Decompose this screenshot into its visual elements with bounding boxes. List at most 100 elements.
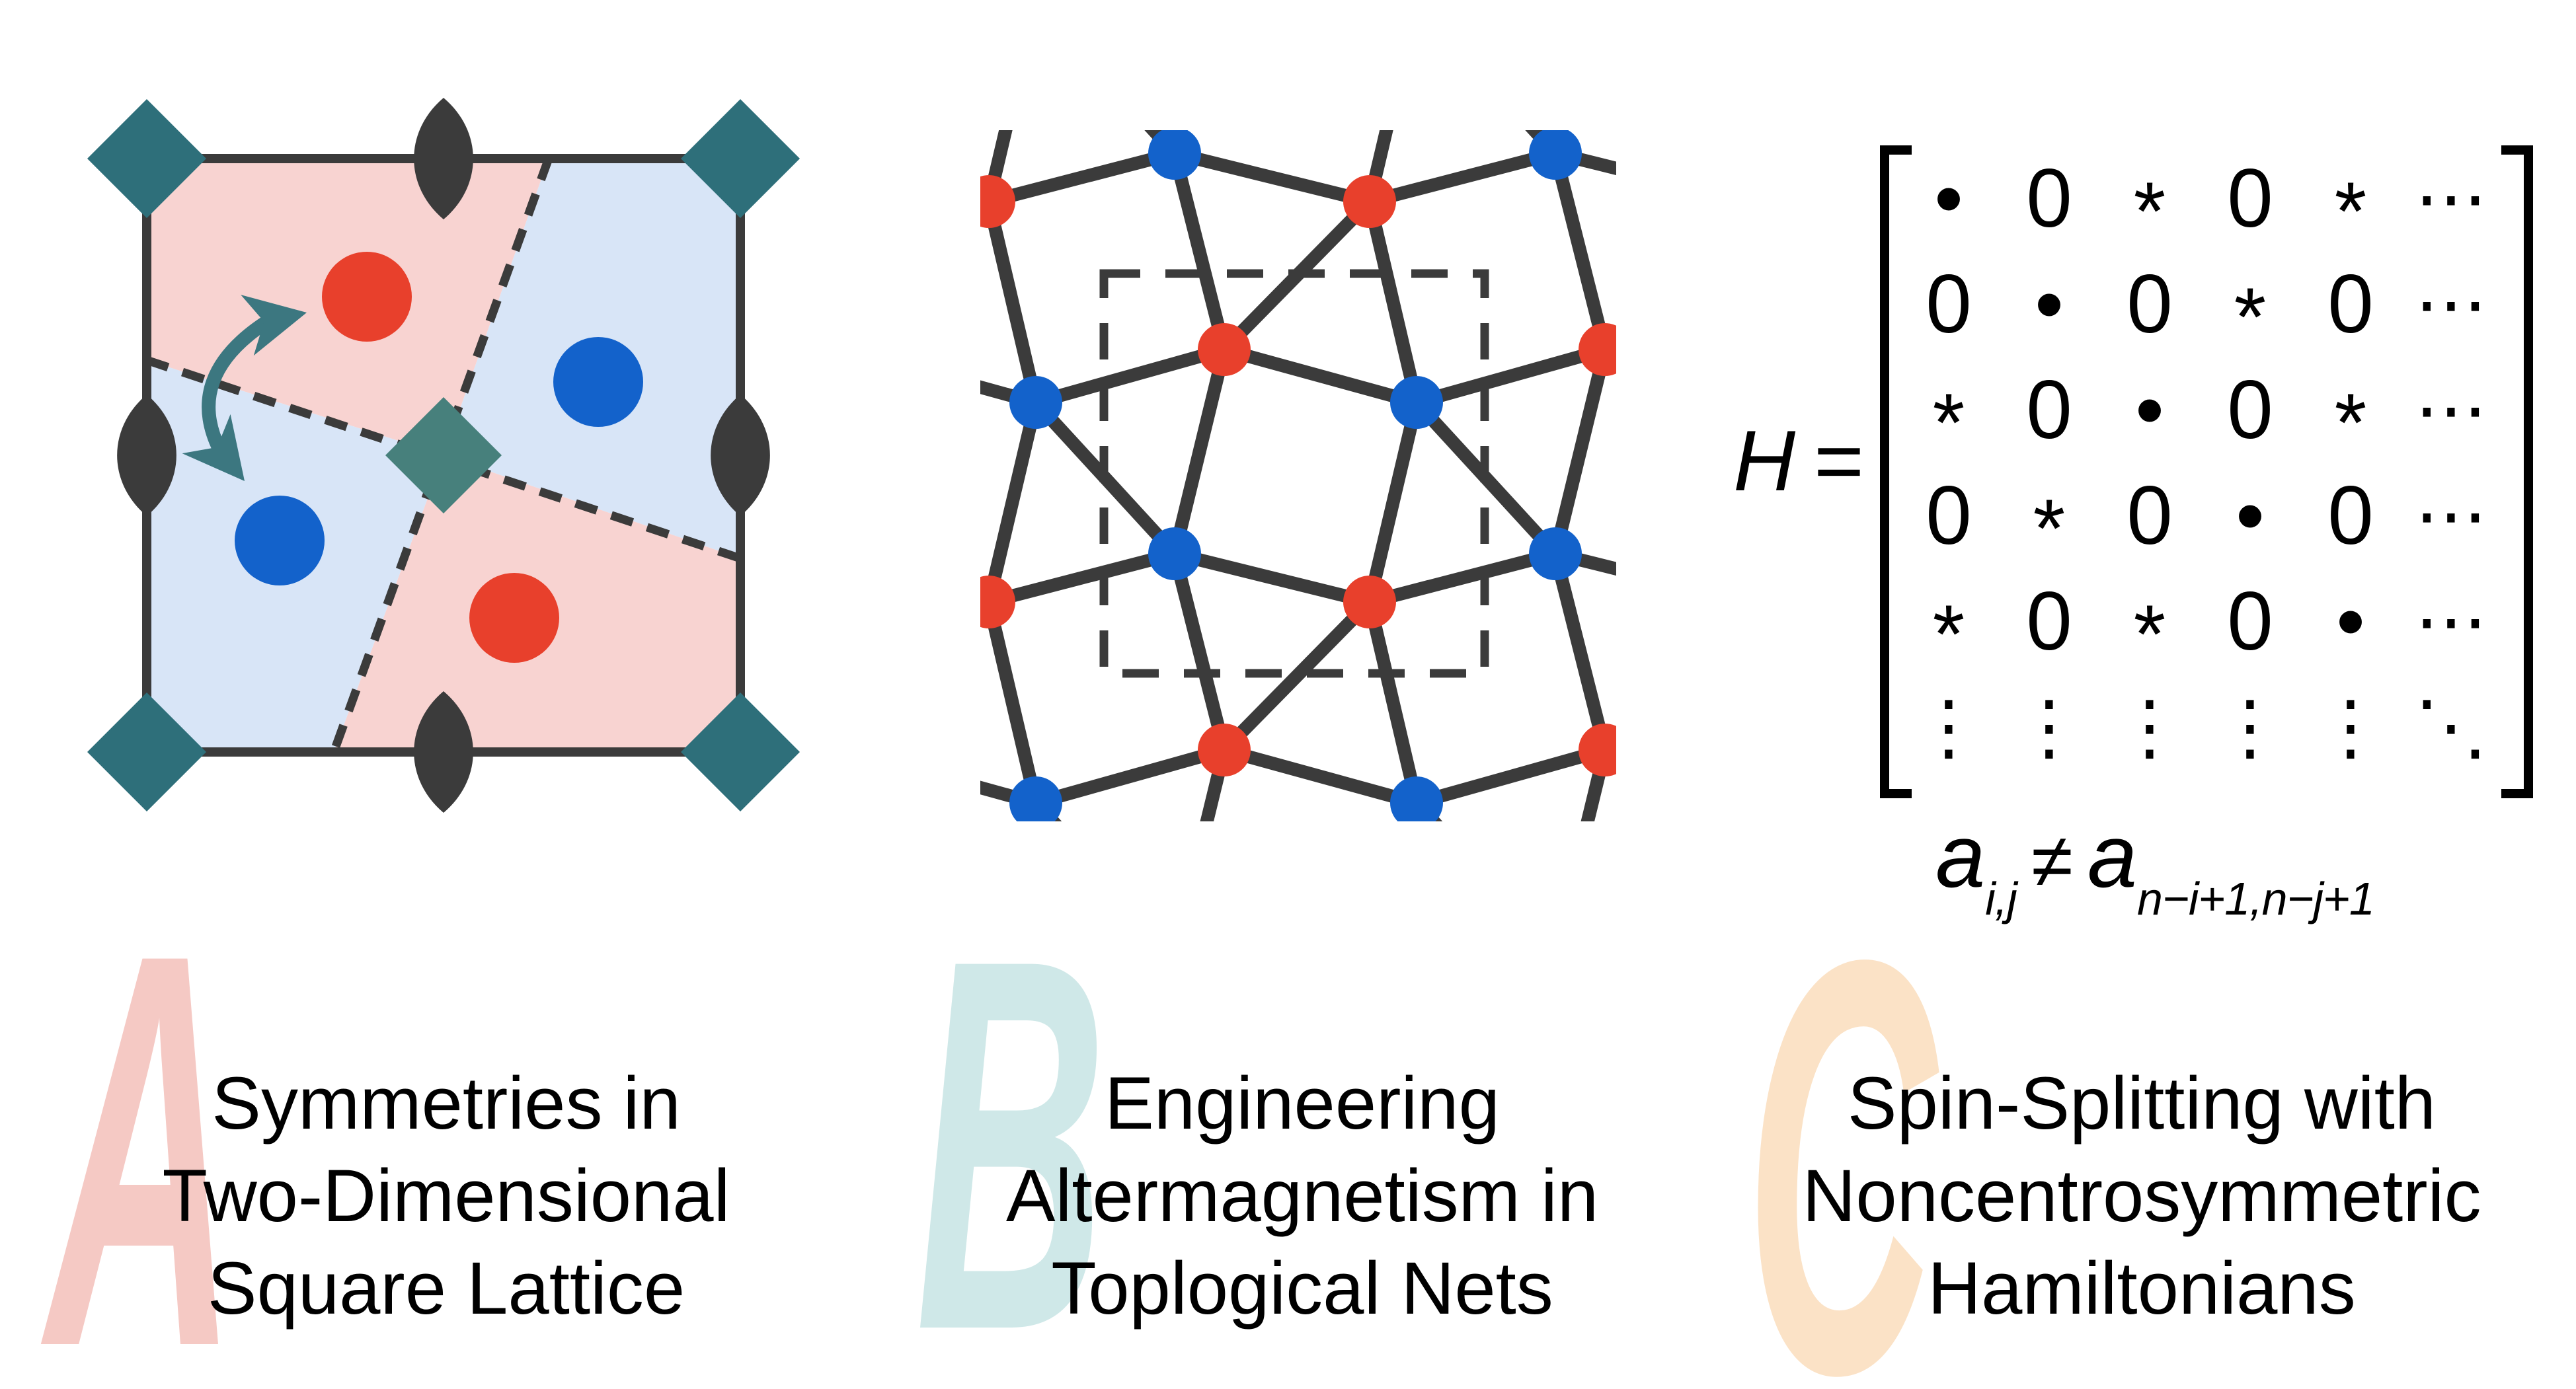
matrix-cell-r3c1: * — [1932, 377, 1965, 469]
net-bond — [1036, 0, 1224, 2]
caption-panel-b: Engineering Altermagnetism in Toplogical… — [958, 1057, 1646, 1335]
fourfold-axis-diamond — [385, 397, 502, 513]
net-bond — [982, 600, 1042, 805]
blue-spin-site — [235, 496, 325, 585]
matrix-cell-r1c5: * — [2334, 165, 2367, 258]
matrix-cell-r1c1: • — [1934, 152, 1963, 244]
matrix-cell-r1c4: 0 — [2227, 152, 2273, 244]
net-bond — [1549, 151, 1612, 352]
matrix-cell-r4c4: • — [2236, 469, 2265, 562]
matrix-cell-r2c2: • — [2035, 258, 2064, 350]
blue-lattice-node — [1009, 776, 1062, 821]
net-bond — [1034, 743, 1226, 809]
matrix-cell-r3c2: 0 — [2026, 363, 2072, 456]
net-diagonal-bond-blue — [1144, 130, 1180, 158]
matrix-cell-r2c5: 0 — [2327, 258, 2374, 350]
matrix-cell-r6c4: ⋮ — [2214, 687, 2286, 768]
net-bond — [1603, 743, 1616, 761]
red-lattice-node — [980, 576, 1015, 628]
matrix-cell-r2c4: * — [2234, 271, 2267, 363]
red-spin-site — [469, 573, 559, 663]
blue-lattice-node — [1148, 527, 1201, 580]
matrix-cell-r2c3: 0 — [2127, 258, 2173, 350]
fourfold-axis-diamond — [681, 693, 800, 811]
net-bond — [982, 200, 1042, 404]
net-bond — [982, 130, 1013, 204]
matrix-cell-r6c3: ⋮ — [2113, 687, 2186, 768]
matrix-cell-r4c3: 0 — [2127, 469, 2173, 562]
matrix-cell-r4c1: 0 — [1926, 469, 1972, 562]
net-bond — [1168, 552, 1231, 752]
blue-lattice-node — [1529, 130, 1582, 180]
net-bond — [1034, 343, 1226, 409]
net-bond — [987, 147, 1177, 208]
caption-c-line3: Hamiltonians — [1928, 1247, 2356, 1330]
net-diagonal-bond-red — [1600, 729, 1616, 755]
net-bond — [1222, 743, 1419, 809]
spin-flip-arrow-head — [182, 414, 245, 481]
blue-lattice-node — [1529, 928, 1582, 981]
caption-panel-c: Spin-Splitting with Noncentrosymmetric H… — [1785, 1057, 2499, 1335]
panel-letter-b: B — [916, 849, 1107, 1389]
red-lattice-node — [1579, 323, 1616, 376]
net-bond — [1555, 954, 1750, 1002]
matrix-cell-r2c6: ⋯ — [2415, 264, 2487, 345]
caption-b-line2: Altermagnetism in — [1005, 1154, 1599, 1237]
net-bond — [1173, 147, 1372, 208]
net-diagonal-bond-red — [1600, 328, 1616, 355]
net-bond — [1415, 343, 1607, 409]
net-bond — [982, 400, 1042, 604]
net-bond — [980, 380, 1038, 409]
hamiltonian-matrix: •0*0*⋯0•0*0⋯*0•0*⋯0*0•0⋯*0*0•⋯⋮⋮⋮⋮⋮⋱ — [1898, 145, 2501, 780]
red-lattice-node — [980, 175, 1015, 228]
red-lattice-node — [1343, 976, 1396, 1029]
blue-lattice-node — [1390, 0, 1443, 28]
caption-a-line2: Two-Dimensional — [162, 1154, 730, 1237]
matrix-cell-r6c1: ⋮ — [1912, 687, 1985, 768]
net-bond — [1553, 147, 1616, 176]
caption-b-line3: Toplogical Nets — [1051, 1247, 1553, 1330]
net-bond — [1224, 0, 1417, 2]
matrix-cell-r4c6: ⋯ — [2415, 475, 2487, 556]
twofold-axis-lens — [117, 394, 176, 516]
matrix-cell-r3c5: * — [2334, 377, 2367, 469]
blue-lattice-node — [1148, 130, 1201, 180]
caption-b-line1: Engineering — [1105, 1062, 1500, 1145]
net-bond — [1549, 552, 1612, 752]
hamiltonian-lhs: H= — [1639, 411, 1864, 510]
red-spin-site — [322, 252, 412, 342]
net-bond — [1750, 202, 1797, 402]
blue-lattice-node — [1771, 776, 1824, 829]
blue-lattice-node — [1009, 0, 1062, 28]
net-bond — [794, 350, 843, 554]
matrix-cell-r5c1: * — [1932, 588, 1965, 681]
net-bond — [1553, 547, 1616, 576]
net-bond — [1222, 343, 1419, 409]
matrix-cell-r3c6: ⋯ — [2415, 369, 2487, 451]
matrix-cell-r5c4: 0 — [2227, 575, 2273, 667]
net-bond — [1549, 348, 1612, 556]
net-diagonal-bond-blue — [1411, 798, 1443, 821]
red-lattice-node — [1343, 175, 1396, 228]
blue-lattice-node — [767, 527, 820, 580]
red-lattice-node — [1198, 323, 1251, 376]
net-bond — [1173, 547, 1372, 609]
net-bond — [1368, 147, 1557, 208]
matrix-cell-r6c5: ⋮ — [2314, 687, 2387, 768]
red-lattice-node — [1724, 576, 1777, 628]
matrix-cell-r2c1: 0 — [1926, 258, 1972, 350]
red-lattice-node — [817, 323, 870, 376]
matrix-cell-r5c6: ⋯ — [2415, 581, 2487, 662]
net-bond — [1417, 0, 1605, 2]
net-bond — [1363, 600, 1423, 805]
caption-a-line3: Square Lattice — [207, 1247, 685, 1330]
caption-panel-a: Symmetries in Two-Dimensional Square Lat… — [102, 1057, 790, 1335]
net-bond — [843, 0, 1036, 2]
matrix-cell-r3c4: 0 — [2227, 363, 2273, 456]
net-bond — [1363, 200, 1423, 404]
net-bond — [1363, 130, 1393, 204]
twofold-axis-lens — [414, 98, 473, 219]
asymmetry-equation: a i,j ≠ a n−i+1,n−j+1 — [1891, 805, 2419, 924]
